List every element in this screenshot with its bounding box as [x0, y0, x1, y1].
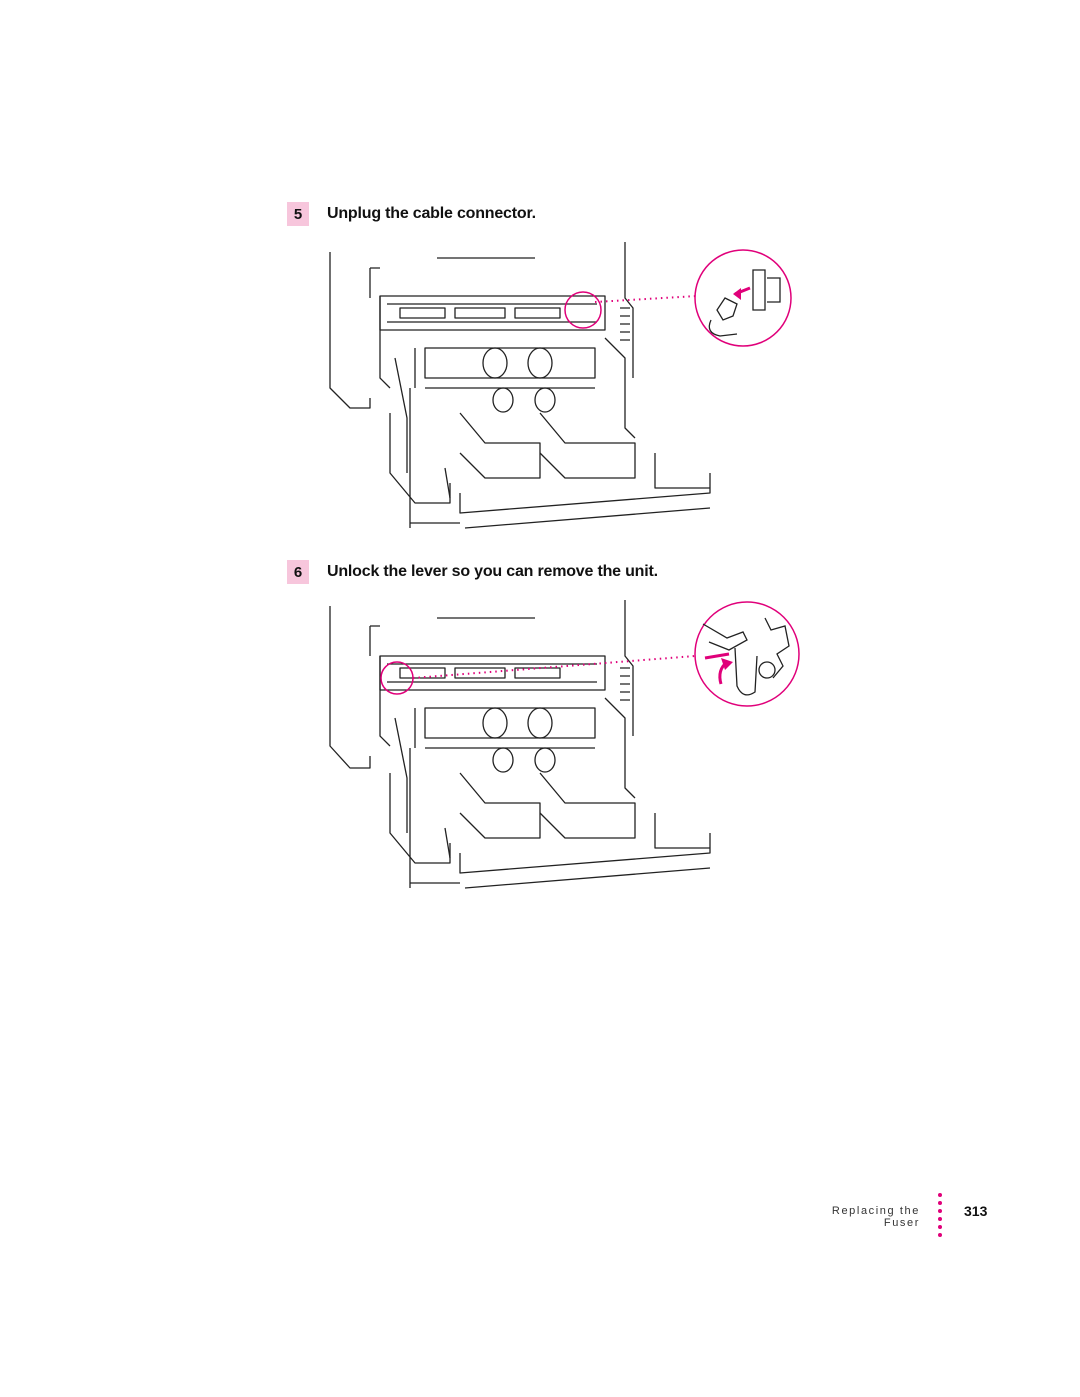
footer-section-title: Replacing the Fuser [831, 1205, 920, 1229]
step-number: 6 [287, 560, 309, 584]
printer-fuser-illustration-cable [329, 242, 792, 529]
footer-dot-divider [938, 1193, 942, 1237]
step-6-heading: 6 Unlock the lever so you can remove the… [287, 560, 658, 584]
printer-fuser-illustration-lever [329, 600, 800, 889]
step-number: 5 [287, 202, 309, 226]
step-instruction: Unlock the lever so you can remove the u… [327, 563, 658, 580]
page-number: 313 [964, 1203, 988, 1219]
step-instruction: Unplug the cable connector. [327, 205, 536, 222]
step-5-heading: 5 Unplug the cable connector. [287, 202, 536, 226]
